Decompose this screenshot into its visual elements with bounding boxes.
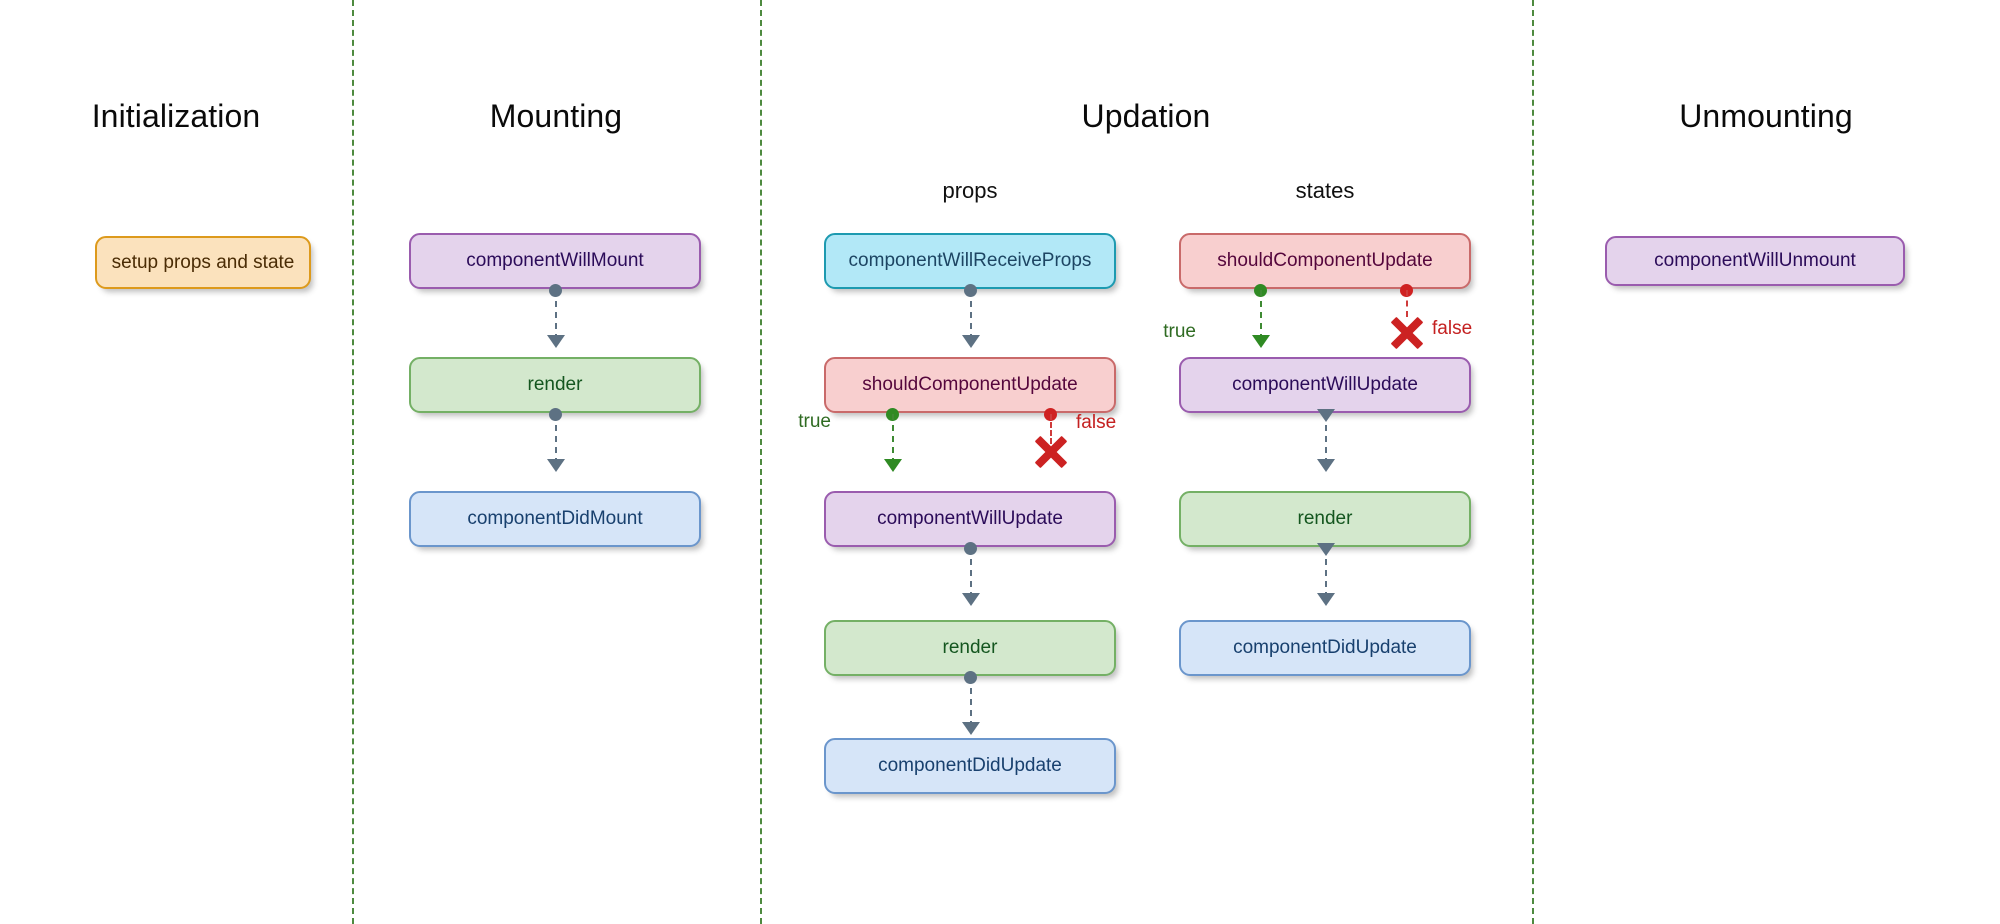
false-terminator-x-icon-states xyxy=(1388,314,1426,352)
connector-states-false xyxy=(1406,290,1408,317)
connector-mount-1 xyxy=(555,290,557,340)
node-component-will-receive-props[interactable]: componentWillReceiveProps xyxy=(824,233,1116,289)
node-setup-props-and-state[interactable]: setup props and state xyxy=(95,236,311,289)
column-divider-1 xyxy=(352,0,354,924)
column-divider-2 xyxy=(760,0,762,924)
arrowhead-states-true xyxy=(1252,335,1270,348)
connector-states-true xyxy=(1260,290,1262,340)
connector-states-1 xyxy=(1325,414,1327,464)
column-title-unmounting: Unmounting xyxy=(1679,98,1853,134)
branch-label-states-false: false xyxy=(1432,318,1473,339)
arrowhead-states-2 xyxy=(1317,593,1335,606)
arrowhead-mount-1 xyxy=(547,335,565,348)
connector-props-true xyxy=(892,414,894,464)
false-terminator-x-icon-props xyxy=(1032,433,1070,471)
column-title-mounting: Mounting xyxy=(489,98,623,134)
connector-mount-2 xyxy=(555,414,557,464)
arrowhead-states-1 xyxy=(1317,459,1335,472)
node-component-did-mount[interactable]: componentDidMount xyxy=(409,491,701,547)
node-component-will-unmount[interactable]: componentWillUnmount xyxy=(1605,236,1905,286)
connector-props-1 xyxy=(970,290,972,340)
branch-label-states-true: true xyxy=(1163,321,1196,342)
connector-props-false xyxy=(1050,414,1052,444)
connector-states-2 xyxy=(1325,548,1327,598)
arrowhead-props-3 xyxy=(962,722,980,735)
node-props-should-component-update[interactable]: shouldComponentUpdate xyxy=(824,357,1116,413)
node-states-component-did-update[interactable]: componentDidUpdate xyxy=(1179,620,1471,676)
node-props-component-did-update[interactable]: componentDidUpdate xyxy=(824,738,1116,794)
arrowhead-props-true xyxy=(884,459,902,472)
node-states-component-will-update[interactable]: componentWillUpdate xyxy=(1179,357,1471,413)
branch-label-props-true: true xyxy=(798,411,831,432)
node-props-component-will-update[interactable]: componentWillUpdate xyxy=(824,491,1116,547)
node-states-render[interactable]: render xyxy=(1179,491,1471,547)
column-divider-3 xyxy=(1532,0,1534,924)
subheader-props: props xyxy=(942,178,998,203)
node-component-will-mount[interactable]: componentWillMount xyxy=(409,233,701,289)
column-title-updation: Updation xyxy=(1081,98,1211,134)
subheader-states: states xyxy=(1295,178,1355,203)
node-states-should-component-update[interactable]: shouldComponentUpdate xyxy=(1179,233,1471,289)
connector-props-2 xyxy=(970,548,972,598)
connector-props-3 xyxy=(970,677,972,727)
column-title-initialization: Initialization xyxy=(91,98,261,134)
arrowhead-mount-2 xyxy=(547,459,565,472)
arrowhead-props-2 xyxy=(962,593,980,606)
branch-label-props-false: false xyxy=(1076,412,1117,433)
node-mounting-render[interactable]: render xyxy=(409,357,701,413)
node-props-render[interactable]: render xyxy=(824,620,1116,676)
arrowhead-props-1 xyxy=(962,335,980,348)
